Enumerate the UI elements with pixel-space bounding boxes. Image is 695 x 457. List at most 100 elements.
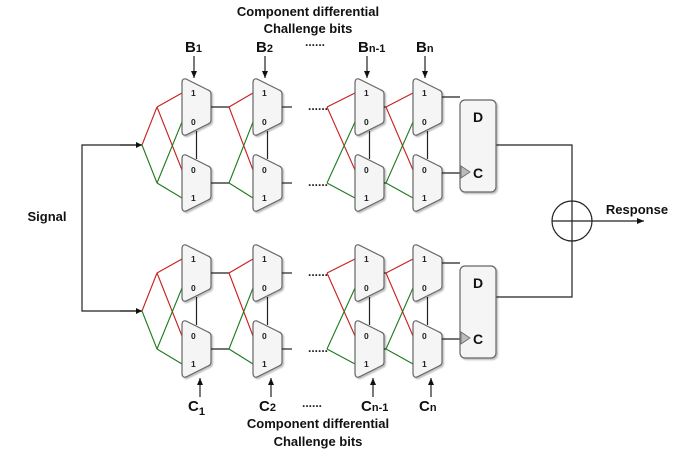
challenge-bit-bottom: C2 [259,398,276,415]
bottom-arbiter-chain: 1001C11001C2............1001Cn-11001Cn..… [141,244,497,418]
path-green-straight [385,348,414,365]
mux-port-label: 1 [364,254,369,264]
path-green-straight [326,182,356,199]
mux-port-label: 0 [191,165,196,175]
mux-port-label: 1 [422,88,427,98]
mux-port-label: 1 [191,254,196,264]
path-red-straight [385,258,414,274]
path-red-straight [326,258,356,274]
path-green-cross [385,287,414,350]
mux-port-label: 0 [422,283,427,293]
path-green-straight [228,348,254,365]
mux-port-label: 0 [364,165,369,175]
ff-d-label: D [473,109,483,125]
mux-port-label: 1 [422,193,427,203]
top-arbiter-chain: 1001B11001B2............1001Bn-11001Bn..… [141,35,497,212]
mux-port-label: 1 [422,359,427,369]
mux-port-label: 0 [262,165,267,175]
mux-port-label: 0 [262,283,267,293]
path-red-straight [228,258,254,274]
bottom-title-line1: Component differential [247,416,389,431]
mux-port-label: 1 [262,88,267,98]
path-red-cross [326,106,356,171]
mux-port-label: 1 [191,88,196,98]
path-red-straight [385,92,414,108]
path-green-straight [156,348,183,365]
ellipsis-dots: ...... [308,265,328,279]
mux-port-label: 0 [191,117,196,127]
mux-lower [181,320,212,378]
path-green-straight [228,182,254,199]
mux-port-label: 0 [422,165,427,175]
d-flipflop [459,99,497,193]
mux-upper [412,78,443,136]
path-red-cross [156,106,183,171]
path-green-cross [326,287,356,350]
path-red-cross [385,272,414,337]
mux-upper [354,244,385,302]
top-title-line2: Challenge bits [264,21,353,36]
mux-upper [354,78,385,136]
mux-lower [412,154,443,212]
mux-port-label: 1 [364,359,369,369]
challenge-bit-top: B2 [256,39,273,56]
path-red-straight [156,258,183,274]
clock-triangle-icon [460,331,471,345]
ellipsis-dots-top: ...... [305,35,325,49]
mux-lower [354,320,385,378]
ellipsis-dots: ...... [308,341,328,355]
path-green-cross [156,287,183,350]
mux-lower [354,154,385,212]
path-green-straight [385,182,414,199]
path-green-cross [156,121,183,184]
mux-upper [252,78,283,136]
mux-port-label: 0 [364,283,369,293]
mux-lower [412,320,443,378]
challenge-bit-top: Bn-1 [358,39,385,56]
mux-lower [181,154,212,212]
mux-lower [252,320,283,378]
challenge-bit-bottom: Cn-1 [361,398,388,415]
path-green-cross [385,121,414,184]
path-green-straight [326,348,356,365]
mux-port-label: 1 [364,193,369,203]
path-green-cross [228,287,254,350]
mux-port-label: 1 [422,254,427,264]
path-green-cross [228,121,254,184]
path-red-cross [156,272,183,337]
path-red-straight [326,92,356,108]
mux-upper [412,244,443,302]
mux-upper [181,78,212,136]
mux-port-label: 0 [422,117,427,127]
challenge-bit-bottom: Cn [419,398,437,415]
clock-triangle-icon [460,165,471,179]
challenge-bit-top: Bn [416,39,434,56]
input-red-branch [141,272,158,312]
ellipsis-dots: ...... [308,99,328,113]
path-red-straight [156,92,183,108]
mux-port-label: 0 [262,117,267,127]
ellipsis-dots: ...... [308,175,328,189]
challenge-bit-top: B1 [185,39,202,56]
path-red-cross [385,106,414,171]
d-flipflop [459,265,497,359]
input-red-branch [141,106,158,146]
mux-port-label: 0 [262,331,267,341]
mux-port-label: 0 [191,331,196,341]
path-red-cross [228,272,254,337]
ff-clk-label: C [473,165,483,181]
mux-port-label: 1 [191,193,196,203]
mux-port-label: 0 [191,283,196,293]
input-green-branch [141,310,158,350]
path-green-cross [326,121,356,184]
mux-upper [252,244,283,302]
response-label: Response [606,202,668,217]
path-red-straight [228,92,254,108]
mux-lower [252,154,283,212]
signal-wire [81,144,142,312]
mux-upper [181,244,212,302]
top-title-line1: Component differential [237,4,379,19]
mux-port-label: 1 [262,254,267,264]
mux-port-label: 1 [191,359,196,369]
